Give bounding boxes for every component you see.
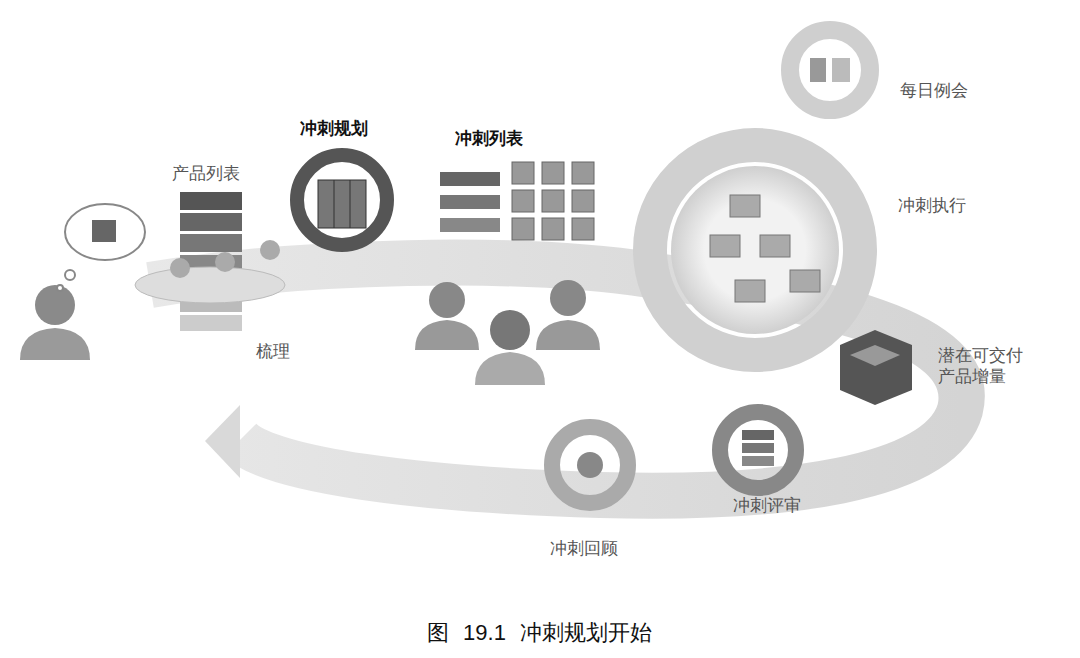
stage-node: 潜在可交付 产品增量 — [938, 345, 1033, 388]
stage-label: 冲刺执行 — [898, 195, 966, 216]
stage-label: 产品列表 — [172, 163, 240, 184]
stage-node: 冲刺列表 — [455, 128, 523, 149]
stage-node: 冲刺评审 — [733, 495, 801, 516]
stage-label: 潜在可交付 产品增量 — [938, 345, 1033, 388]
stage-label: 每日例会 — [900, 80, 968, 101]
stage-label: 冲刺回顾 — [550, 538, 618, 559]
stage-node: 产品列表 — [172, 163, 240, 184]
stage-label: 冲刺规划 — [300, 118, 368, 139]
activity-label: 梳理 — [256, 340, 290, 363]
stage-node: 每日例会 — [900, 80, 968, 101]
flow-arrowhead — [205, 405, 240, 478]
stage-label: 冲刺评审 — [733, 495, 801, 516]
stage-node: 冲刺执行 — [898, 195, 966, 216]
stage-node: 冲刺回顾 — [550, 538, 618, 559]
stage-node: 冲刺规划 — [300, 118, 368, 139]
figure-caption: 图 19.1 冲刺规划开始 — [427, 618, 652, 648]
stage-label: 冲刺列表 — [455, 128, 523, 149]
